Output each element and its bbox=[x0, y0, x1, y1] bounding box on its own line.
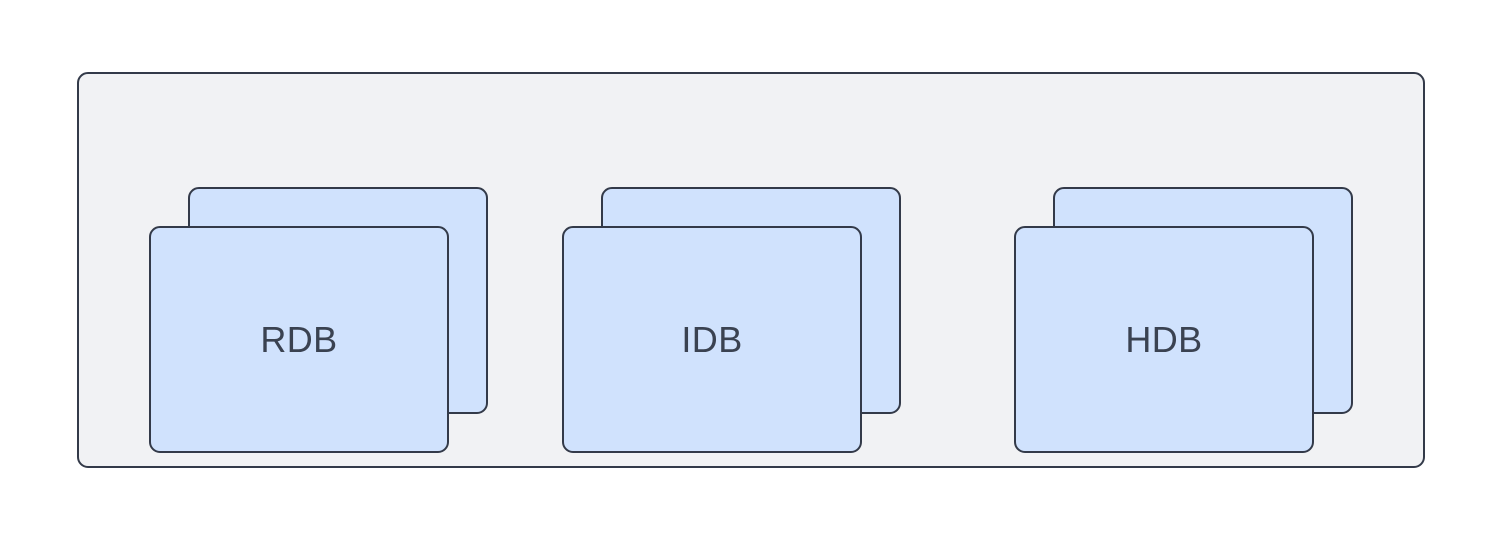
node-label-hdb: HDB bbox=[1125, 318, 1203, 360]
node-stack-rdb[interactable]: RDB bbox=[149, 187, 488, 453]
database-group-container: RDB IDB HDB bbox=[77, 72, 1425, 468]
node-stack-idb[interactable]: IDB bbox=[562, 187, 901, 453]
node-label-idb: IDB bbox=[681, 318, 743, 360]
node-label-rdb: RDB bbox=[260, 318, 338, 360]
node-card-front-idb[interactable]: IDB bbox=[562, 226, 862, 453]
node-card-front-rdb[interactable]: RDB bbox=[149, 226, 449, 453]
node-card-front-hdb[interactable]: HDB bbox=[1014, 226, 1314, 453]
node-stack-hdb[interactable]: HDB bbox=[1014, 187, 1353, 453]
